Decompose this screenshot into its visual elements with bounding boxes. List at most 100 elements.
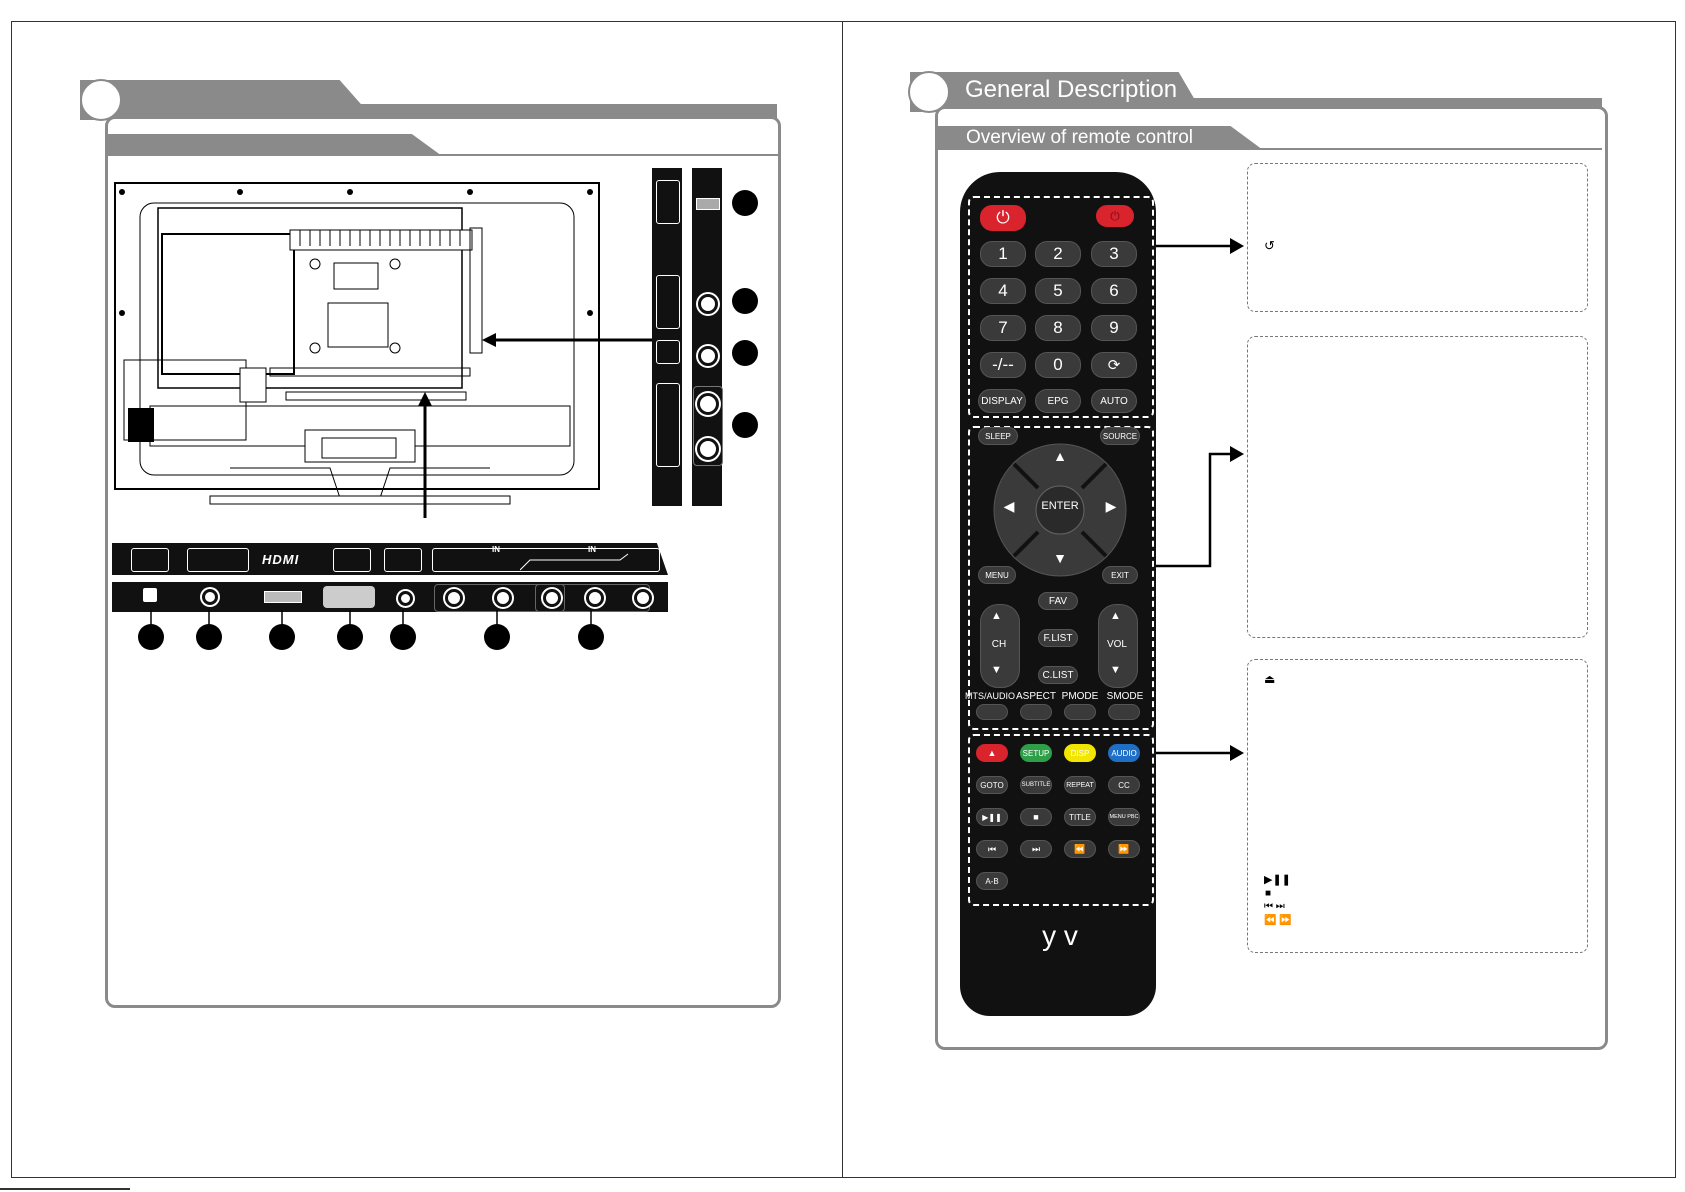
play-pause-button[interactable]: ▶❚❚ bbox=[976, 808, 1008, 826]
stop-button[interactable]: ■ bbox=[1020, 808, 1052, 826]
right-section-number-circle bbox=[908, 71, 950, 113]
bottom-label-box-4 bbox=[384, 548, 422, 572]
channel-rocker[interactable] bbox=[980, 604, 1020, 688]
in-label-2: IN bbox=[588, 545, 596, 554]
dpad bbox=[993, 443, 1127, 577]
dpad-left-button[interactable]: ◀ bbox=[1003, 498, 1015, 514]
flist-button[interactable]: F.LIST bbox=[1038, 629, 1078, 647]
side-callout-1 bbox=[732, 190, 758, 216]
rewind-icon: ⏪ bbox=[1074, 843, 1086, 854]
power-icon: ⏻ bbox=[996, 208, 1010, 227]
desc-box-bottom bbox=[1247, 659, 1588, 953]
recall-button[interactable]: ⟳ bbox=[1091, 352, 1137, 378]
next-icon: ⏭ bbox=[1031, 843, 1041, 854]
dash-button[interactable]: -/-- bbox=[980, 352, 1026, 378]
digit-4-button[interactable]: 4 bbox=[980, 278, 1026, 304]
menu-pbc-button[interactable]: MENU PBC bbox=[1108, 808, 1140, 826]
digit-6-button[interactable]: 6 bbox=[1091, 278, 1137, 304]
right-section-title: General Description bbox=[965, 76, 1178, 103]
mute-button[interactable]: ⏻ bbox=[1096, 205, 1134, 227]
digit-3-button[interactable]: 3 bbox=[1091, 241, 1137, 267]
channel-down-icon: ▼ bbox=[991, 664, 1002, 676]
display-button[interactable]: DISPLAY bbox=[978, 389, 1026, 413]
left-subheader-line bbox=[107, 154, 780, 156]
bottom-label-box-3 bbox=[333, 548, 371, 572]
setup-button[interactable]: SETUP bbox=[1020, 744, 1052, 762]
mts-audio-label: MTS/AUDIO bbox=[964, 691, 1015, 701]
vga-port bbox=[323, 586, 375, 608]
power-button[interactable]: ⏻ bbox=[980, 205, 1026, 231]
side-label-box-1 bbox=[656, 180, 680, 224]
next-button[interactable]: ⏭ bbox=[1020, 840, 1052, 858]
recall-icon: ↺ bbox=[1264, 238, 1275, 253]
right-page-frame bbox=[842, 21, 1676, 1178]
mts-audio-button[interactable] bbox=[976, 704, 1008, 720]
sleep-button[interactable]: SLEEP bbox=[978, 427, 1018, 445]
remote-brand-logo: y v bbox=[1042, 920, 1078, 951]
recall-button-icon: ⟳ bbox=[1107, 357, 1121, 374]
prev-next-icon: ⏮ ⏭ bbox=[1264, 901, 1285, 912]
hdmi-port bbox=[264, 591, 302, 603]
bottom-callout-5 bbox=[390, 624, 416, 650]
repeat-button[interactable]: REPEAT bbox=[1064, 776, 1096, 794]
side-label-box-3 bbox=[656, 340, 680, 364]
volume-rocker[interactable] bbox=[1098, 604, 1138, 688]
fast-forward-button[interactable]: ⏩ bbox=[1108, 840, 1140, 858]
pmode-label: PMODE bbox=[1061, 691, 1099, 702]
in-label-1: IN bbox=[492, 545, 500, 554]
remote-zone-middle bbox=[968, 426, 1154, 730]
audio-button[interactable]: AUDIO bbox=[1108, 744, 1140, 762]
bottom-callout-6 bbox=[484, 624, 510, 650]
mute-icon: ⏻ bbox=[1110, 208, 1120, 223]
disp-button[interactable]: DISP bbox=[1064, 744, 1096, 762]
cc-button[interactable]: CC bbox=[1108, 776, 1140, 794]
digit-0-button[interactable]: 0 bbox=[1035, 352, 1081, 378]
digit-5-button[interactable]: 5 bbox=[1035, 278, 1081, 304]
dpad-right-button[interactable]: ▶ bbox=[1105, 498, 1117, 514]
left-header-tab bbox=[80, 80, 375, 120]
tv-back-illustration bbox=[114, 182, 658, 518]
bottom-callout-1 bbox=[138, 624, 164, 650]
dpad-down-button[interactable]: ▼ bbox=[1053, 550, 1067, 566]
digit-2-button[interactable]: 2 bbox=[1035, 241, 1081, 267]
smode-button[interactable] bbox=[1108, 704, 1140, 720]
menu-button[interactable]: MENU bbox=[978, 566, 1016, 584]
title-button[interactable]: TITLE bbox=[1064, 808, 1096, 826]
eject-icon: ⏏ bbox=[1264, 672, 1276, 686]
previous-button[interactable]: ⏮ bbox=[976, 840, 1008, 858]
bottom-port-av1 bbox=[445, 589, 463, 607]
digit-8-button[interactable]: 8 bbox=[1035, 315, 1081, 341]
digit-7-button[interactable]: 7 bbox=[980, 315, 1026, 341]
enter-button[interactable]: ENTER bbox=[1041, 500, 1079, 512]
side-label-box-2 bbox=[656, 275, 680, 329]
eject-red-icon: ▲ bbox=[987, 748, 997, 758]
epg-button[interactable]: EPG bbox=[1035, 389, 1081, 413]
hdmi-logo: HDMI bbox=[262, 552, 300, 567]
remote-zone-top bbox=[968, 196, 1154, 418]
side-port-1 bbox=[698, 294, 718, 314]
ab-button[interactable]: A-B bbox=[976, 872, 1008, 890]
pmode-button[interactable] bbox=[1064, 704, 1096, 720]
fav-button[interactable]: FAV bbox=[1038, 592, 1078, 610]
side-port-3 bbox=[697, 393, 719, 415]
remote-zone-bottom bbox=[968, 734, 1154, 906]
source-button[interactable]: SOURCE bbox=[1100, 427, 1140, 445]
aspect-button[interactable] bbox=[1020, 704, 1052, 720]
exit-button[interactable]: EXIT bbox=[1102, 566, 1138, 584]
bottom-callout-4 bbox=[337, 624, 363, 650]
bottom-port-av4 bbox=[586, 589, 604, 607]
smode-label: SMODE bbox=[1106, 691, 1144, 702]
connector-arrows bbox=[1156, 238, 1244, 761]
auto-button[interactable]: AUTO bbox=[1091, 389, 1137, 413]
clist-button[interactable]: C.LIST bbox=[1038, 666, 1078, 684]
ch-label: CH bbox=[991, 639, 1007, 650]
goto-button[interactable]: GOTO bbox=[976, 776, 1008, 794]
rewind-button[interactable]: ⏪ bbox=[1064, 840, 1096, 858]
dpad-up-button[interactable]: ▲ bbox=[1053, 448, 1067, 464]
subtitle-button[interactable]: SUBTITLE bbox=[1020, 776, 1052, 794]
digit-9-button[interactable]: 9 bbox=[1091, 315, 1137, 341]
digit-1-button[interactable]: 1 bbox=[980, 241, 1026, 267]
eject-red-button[interactable]: ▲ bbox=[976, 744, 1008, 762]
side-port-4 bbox=[697, 438, 719, 460]
